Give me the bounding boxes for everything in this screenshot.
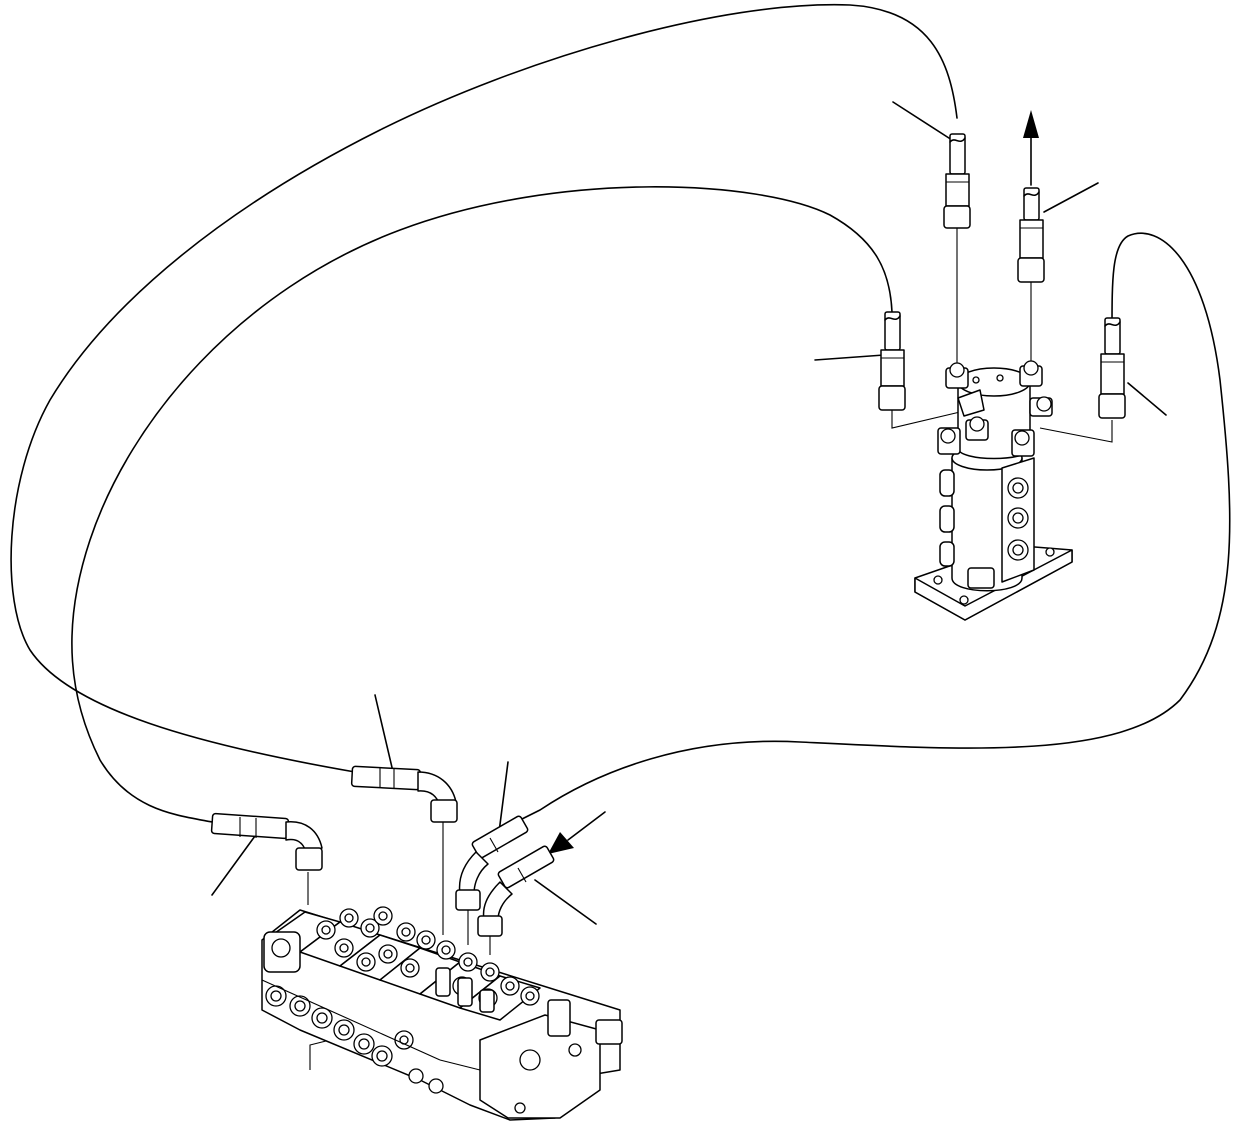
swivel-fitting-right (1098, 317, 1126, 419)
leader-line (534, 879, 597, 925)
hose-c-route (515, 232, 1231, 823)
swivel-fitting-top (943, 133, 971, 229)
valve-elbow-2 (350, 765, 458, 823)
leader-line (1043, 182, 1099, 213)
leader-line (211, 835, 256, 896)
arrow-up-icon (1023, 110, 1039, 186)
swivel-fitting-left (878, 311, 906, 411)
valve-elbow-4 (477, 845, 555, 937)
leader-line (892, 101, 953, 141)
guide-line (1039, 420, 1113, 443)
hose-a-route (10, 3, 958, 773)
guide-line (309, 1039, 331, 1070)
hose-routes (10, 3, 1231, 823)
hose-b-route (71, 186, 893, 823)
valve-front-ports (265, 985, 444, 1094)
leader-line (374, 694, 395, 777)
swivel-fitting-arrow (1017, 187, 1045, 283)
guide-line (891, 410, 961, 429)
control-valve-block-drawing (261, 906, 623, 1121)
leader-line (814, 354, 885, 361)
valve-elbow-3 (455, 815, 529, 911)
swivel-joint-drawing (914, 360, 1073, 621)
leader-lines (211, 101, 1167, 1070)
valve-elbow-1 (210, 812, 323, 871)
leader-line (1127, 382, 1167, 416)
arrow-in-icon (548, 811, 606, 854)
